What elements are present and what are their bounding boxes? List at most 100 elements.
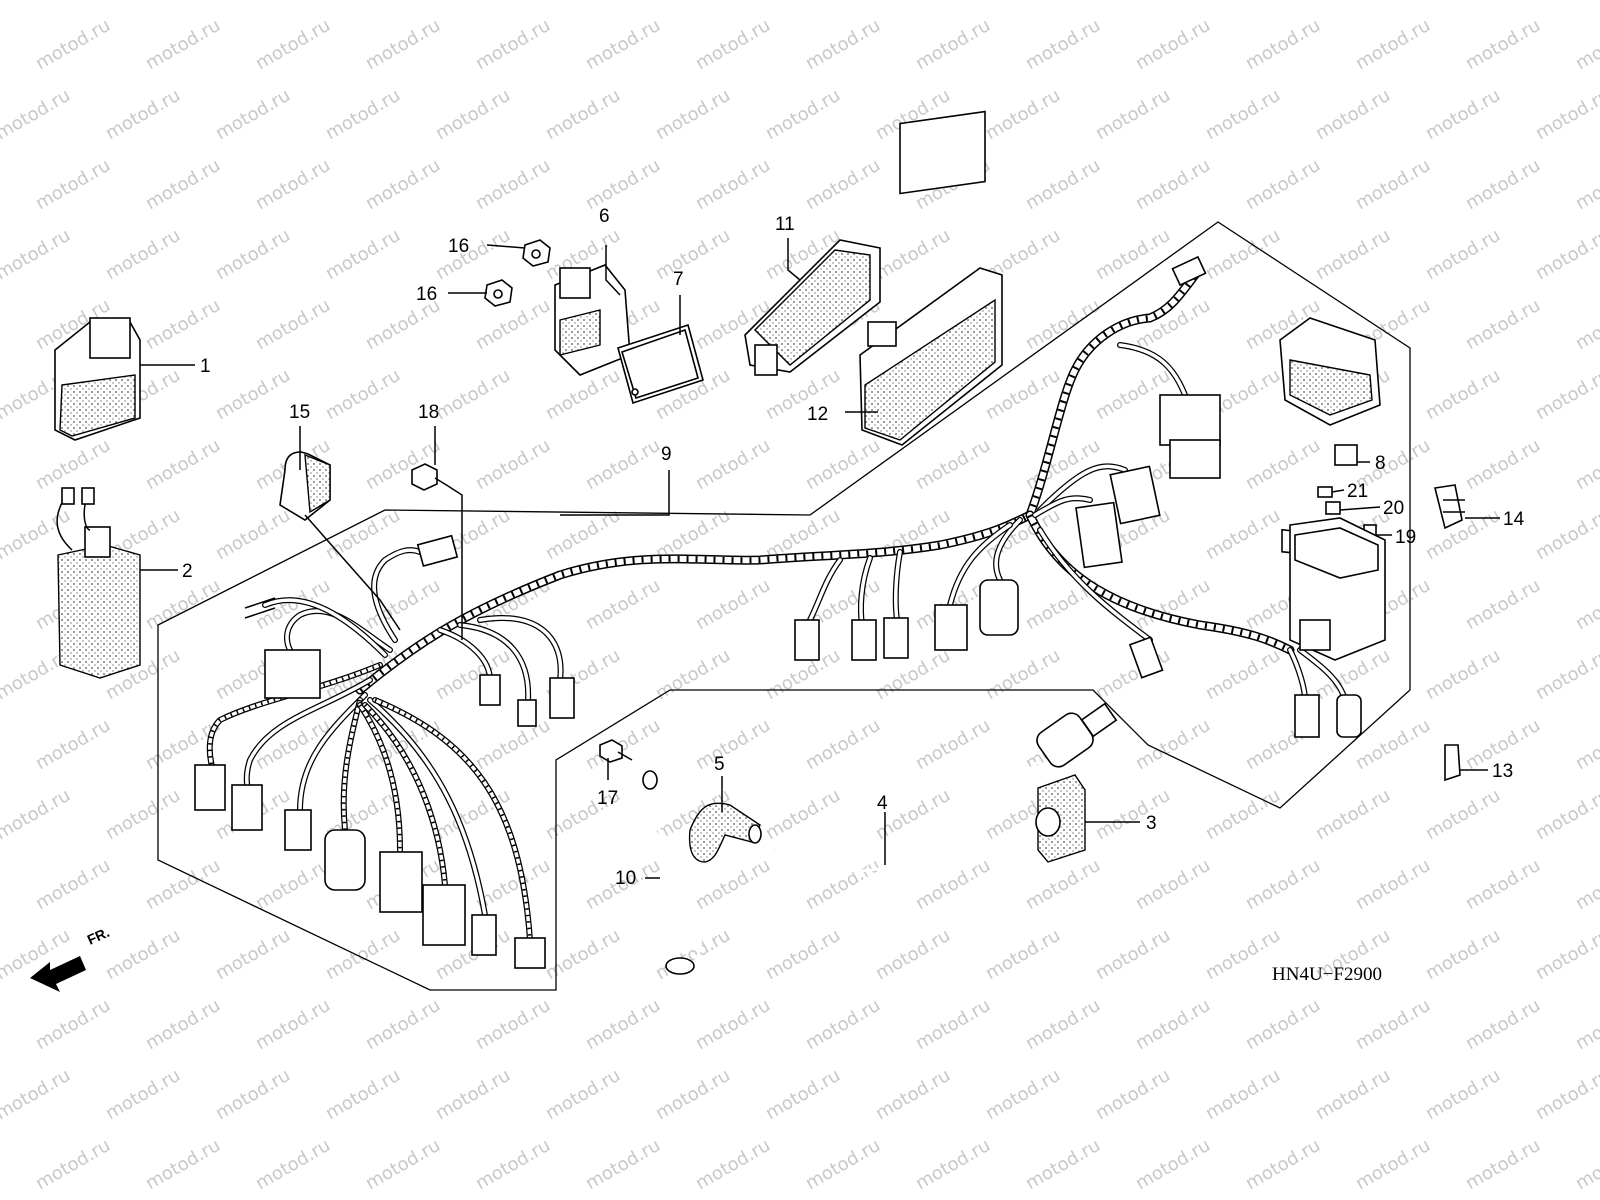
watermark-text: motod.ru bbox=[32, 435, 114, 494]
watermark-text: motod.ru bbox=[1462, 855, 1544, 914]
watermark-text: motod.ru bbox=[1572, 995, 1600, 1054]
watermark-text: motod.ru bbox=[1572, 155, 1600, 214]
watermark-text: motod.ru bbox=[1092, 925, 1174, 984]
watermark-text: motod.ru bbox=[1462, 995, 1544, 1054]
watermark-text: motod.ru bbox=[472, 995, 554, 1054]
watermark-text: motod.ru bbox=[252, 15, 334, 74]
watermark-text: motod.ru bbox=[322, 365, 404, 424]
watermark-text: motod.ru bbox=[912, 1135, 994, 1194]
part-17-bolt bbox=[599, 739, 633, 763]
part-7-plate bbox=[617, 323, 704, 405]
watermark-text: motod.ru bbox=[1532, 365, 1600, 424]
watermark-text: motod.ru bbox=[802, 435, 884, 494]
part-8-fuse bbox=[1334, 444, 1358, 466]
main-wire-harness bbox=[206, 270, 1348, 943]
watermark-text: motod.ru bbox=[1022, 1135, 1104, 1194]
watermark-text: motod.ru bbox=[1352, 855, 1434, 914]
watermark-text: motod.ru bbox=[142, 155, 224, 214]
part-3-mount bbox=[1035, 774, 1086, 863]
part-21-fuse bbox=[1317, 486, 1333, 498]
watermark-text: motod.ru bbox=[1352, 995, 1434, 1054]
callout-7: 7 bbox=[673, 269, 684, 290]
part-10-cable bbox=[642, 770, 702, 975]
watermark-text: motod.ru bbox=[762, 0, 844, 4]
watermark-text: motod.ru bbox=[1532, 785, 1600, 844]
watermark-text: motod.ru bbox=[472, 435, 554, 494]
watermark-text: motod.ru bbox=[1572, 575, 1600, 634]
watermark-text: motod.ru bbox=[102, 225, 184, 284]
watermark-text: motod.ru bbox=[802, 995, 884, 1054]
watermark-text: motod.ru bbox=[1312, 1065, 1394, 1124]
watermark-text: motod.ru bbox=[1352, 15, 1434, 74]
watermark-text: motod.ru bbox=[432, 0, 514, 4]
watermark-text: motod.ru bbox=[1022, 995, 1104, 1054]
watermark-text: motod.ru bbox=[1532, 505, 1600, 564]
part-12-ecu bbox=[859, 110, 1003, 446]
watermark-text: motod.ru bbox=[1132, 155, 1214, 214]
watermark-text: motod.ru bbox=[1022, 15, 1104, 74]
watermark-text: motod.ru bbox=[1312, 225, 1394, 284]
callout-6: 6 bbox=[599, 206, 610, 227]
watermark-text: motod.ru bbox=[362, 995, 444, 1054]
watermark-text: motod.ru bbox=[102, 925, 184, 984]
watermark-text: motod.ru bbox=[542, 505, 624, 564]
watermark-text: motod.ru bbox=[542, 925, 624, 984]
callout-15: 15 bbox=[289, 402, 310, 423]
part-11-cover bbox=[744, 239, 881, 376]
watermark-text: motod.ru bbox=[322, 925, 404, 984]
watermark-text: motod.ru bbox=[1422, 785, 1504, 844]
watermark-text: motod.ru bbox=[362, 15, 444, 74]
watermark-text: motod.ru bbox=[1532, 645, 1600, 704]
watermark-text: motod.ru bbox=[432, 1065, 514, 1124]
watermark-text: motod.ru bbox=[472, 1135, 554, 1194]
watermark-text: motod.ru bbox=[1202, 645, 1284, 704]
callout-1: 1 bbox=[200, 356, 211, 377]
callout-16-upper: 16 bbox=[448, 236, 469, 257]
watermark-text: motod.ru bbox=[912, 435, 994, 494]
watermark-text: motod.ru bbox=[802, 155, 884, 214]
watermark-text: motod.ru bbox=[692, 855, 774, 914]
watermark-text: motod.ru bbox=[432, 365, 514, 424]
watermark-text: motod.ru bbox=[252, 155, 334, 214]
watermark-text: motod.ru bbox=[1022, 155, 1104, 214]
watermark-text: motod.ru bbox=[212, 225, 294, 284]
watermark-text: motod.ru bbox=[1132, 715, 1214, 774]
watermark-text: motod.ru bbox=[582, 1135, 664, 1194]
callout-17: 17 bbox=[597, 788, 618, 809]
watermark-text: motod.ru bbox=[692, 575, 774, 634]
watermark-text: motod.ru bbox=[1462, 155, 1544, 214]
watermark-text: motod.ru bbox=[582, 575, 664, 634]
callout-14: 14 bbox=[1503, 509, 1525, 530]
watermark-text: motod.ru bbox=[872, 925, 954, 984]
watermark-text: motod.ru bbox=[982, 645, 1064, 704]
watermark-text: motod.ru bbox=[802, 1135, 884, 1194]
watermark-text: motod.ru bbox=[542, 0, 624, 4]
watermark-text: motod.ru bbox=[912, 15, 994, 74]
callout-8: 8 bbox=[1375, 453, 1386, 474]
watermark-text: motod.ru bbox=[652, 85, 734, 144]
watermark-text: motod.ru bbox=[32, 155, 114, 214]
callout-labels: 1 2 3 4 5 6 7 8 9 10 11 12 13 14 15 16 1… bbox=[182, 206, 1525, 889]
callout-10: 10 bbox=[615, 868, 636, 889]
part-20-fuse bbox=[1325, 501, 1341, 515]
watermark-text: motod.ru bbox=[912, 855, 994, 914]
watermark-text: motod.ru bbox=[1132, 995, 1214, 1054]
part-14-clip bbox=[1434, 484, 1465, 530]
watermark-text: motod.ru bbox=[1242, 435, 1324, 494]
part-6-regulator bbox=[554, 264, 631, 376]
watermark-text: motod.ru bbox=[692, 155, 774, 214]
watermark-text: motod.ru bbox=[542, 85, 624, 144]
part-4-sensor bbox=[774, 702, 1118, 873]
watermark-text: motod.ru bbox=[1242, 995, 1324, 1054]
watermark-text: motod.ru bbox=[1422, 85, 1504, 144]
watermark-text: motod.ru bbox=[1532, 0, 1600, 4]
watermark-text: motod.ru bbox=[582, 715, 664, 774]
watermark-text: motod.ru bbox=[1352, 1135, 1434, 1194]
watermark-text: motod.ru bbox=[1202, 225, 1284, 284]
watermark-text: motod.ru bbox=[1092, 1065, 1174, 1124]
watermark-text: motod.ru bbox=[1242, 155, 1324, 214]
watermark-text: motod.ru bbox=[1242, 855, 1324, 914]
diagram-code: HN4U−F2900 bbox=[1272, 964, 1382, 985]
watermark-text: motod.ru bbox=[142, 295, 224, 354]
watermark-text: motod.ru bbox=[1422, 225, 1504, 284]
